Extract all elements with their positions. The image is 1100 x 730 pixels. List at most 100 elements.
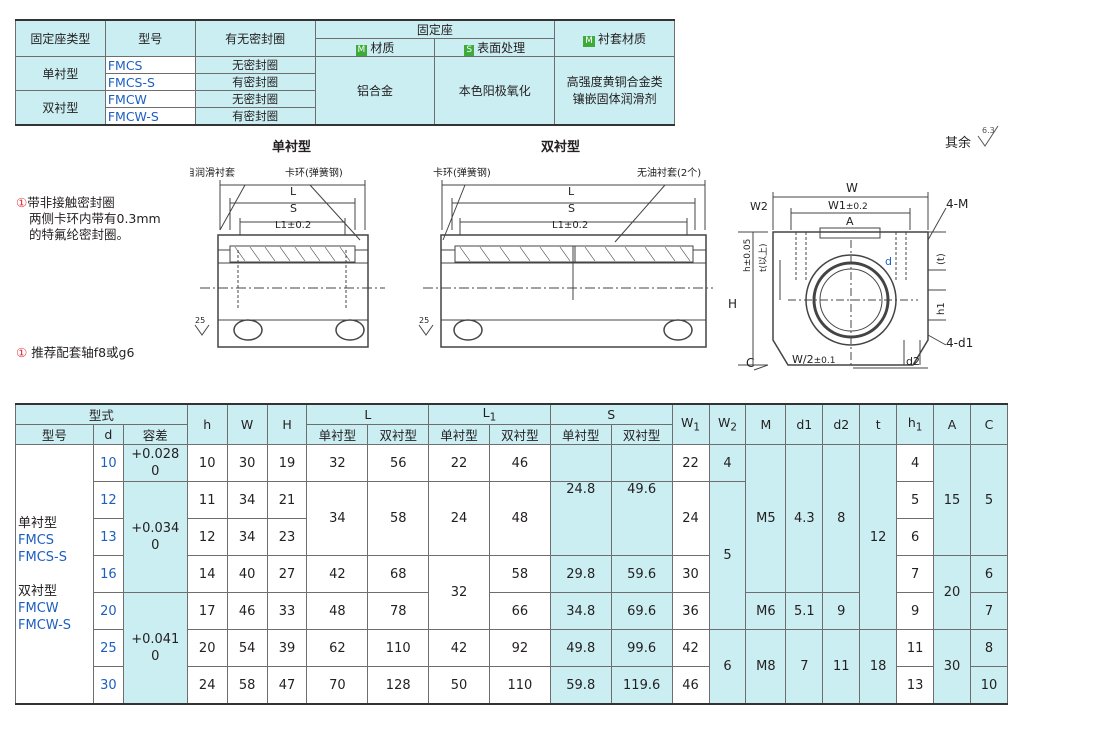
dims-L1-single: 32 xyxy=(428,555,490,630)
dims-head-S: S xyxy=(549,403,673,425)
dims-head-h1-base: h xyxy=(907,415,916,431)
dims-tol-lower: 0 xyxy=(151,649,160,664)
dims-L-single: 62 xyxy=(306,629,369,667)
dim-L-double: L xyxy=(568,185,575,198)
dims-head-d1: d1 xyxy=(785,403,824,445)
dims-head-W2: W2 xyxy=(708,403,747,445)
note-1-line1: 带非接触密封圈 xyxy=(27,195,115,210)
spec-liner-line2: 镶嵌固体润滑剂 xyxy=(572,91,657,106)
side-dim-A: A xyxy=(846,215,854,228)
dims-C: 5 xyxy=(969,444,1009,556)
dims-h1: 4 xyxy=(896,444,935,482)
dims-d2: 9 xyxy=(822,592,861,630)
dims-h1: 5 xyxy=(896,481,935,519)
dims-H: 39 xyxy=(266,629,308,667)
dims-L-single: 34 xyxy=(306,481,369,556)
dims-head-C: C xyxy=(969,403,1009,445)
dims-W1: 42 xyxy=(671,629,710,667)
dims-L1-double: 58 xyxy=(488,555,551,593)
dims-W: 34 xyxy=(226,518,268,556)
spec-seal: 无密封圈 xyxy=(194,90,316,108)
dims-head-model: 型号 xyxy=(15,424,94,445)
side-dim-d1: 4-d1 xyxy=(946,336,973,350)
spec-model: FMCW xyxy=(104,90,196,108)
dims-tol-upper: +0.034 xyxy=(131,521,180,536)
dims-S-double: 49.6 xyxy=(610,481,673,556)
spec-seal: 有密封圈 xyxy=(194,107,316,126)
callout-snap-ring: 卡环(弹簧钢) xyxy=(433,166,491,179)
dims-h: 24 xyxy=(186,666,228,705)
dims-type-fmcs: FMCS xyxy=(18,532,55,548)
dims-tol-lower: 0 xyxy=(151,464,160,479)
dims-W1: 36 xyxy=(671,592,710,630)
dims-t: 12 xyxy=(859,444,898,630)
dims-S-double: 99.6 xyxy=(610,629,673,667)
dims-L-single: 42 xyxy=(306,555,369,593)
dims-d: 16 xyxy=(92,555,124,593)
dims-H: 47 xyxy=(266,666,308,705)
dims-d: 10 xyxy=(92,444,124,482)
dims-head-tol: 容差 xyxy=(122,424,188,445)
table-row: 25 20 54 39 62 110 42 92 49.8 99.6 42 6 … xyxy=(16,629,1009,705)
dims-head-S-single: 单衬型 xyxy=(549,424,612,445)
dim-L1-single: L1 xyxy=(275,220,287,231)
dims-h: 17 xyxy=(186,592,228,630)
dims-h1: 7 xyxy=(896,555,935,593)
dims-d2: 8 xyxy=(822,444,861,593)
dims-W2: 6 xyxy=(708,629,747,705)
material-badge: M xyxy=(583,36,595,47)
dims-head-A: A xyxy=(933,403,971,445)
dims-L1-double: 48 xyxy=(488,481,551,556)
dims-H: 33 xyxy=(266,592,308,630)
side-dim-t1: (t) xyxy=(936,253,947,265)
dims-A: 15 xyxy=(933,444,971,556)
dims-S-double: 59.6 xyxy=(610,555,673,593)
dims-head-d: d xyxy=(92,424,124,445)
dims-h: 11 xyxy=(186,481,228,519)
roughness-note: 其余 xyxy=(945,132,971,151)
dims-head-W1-base: W xyxy=(681,415,694,431)
dim-S-single: S xyxy=(290,202,297,215)
callout-self-lube: 自润滑衬套 xyxy=(190,166,235,179)
dims-S-single: 49.8 xyxy=(549,629,612,667)
dims-tol-upper: +0.041 xyxy=(131,632,180,647)
side-dim-M: 4-M xyxy=(946,197,968,211)
dim-L1-tol-double: ±0.2 xyxy=(564,220,588,231)
dims-type-fmcs-s: FMCS-S xyxy=(18,549,67,565)
dims-L-double: 68 xyxy=(367,555,430,593)
roughness-value: 6.3 xyxy=(982,126,995,135)
spec-head-surface-label: 表面处理 xyxy=(477,41,526,55)
dims-d: 20 xyxy=(92,592,124,630)
dims-d: 30 xyxy=(92,666,124,705)
dims-head-L1-base: L xyxy=(482,405,490,421)
dims-H: 19 xyxy=(266,444,308,482)
dims-L1-double: 66 xyxy=(488,592,551,630)
dims-W: 58 xyxy=(226,666,268,705)
dims-W2: 4 xyxy=(708,444,747,482)
dims-head-L-single: 单衬型 xyxy=(306,424,369,445)
shaft-note: ① 推荐配套轴f8或g6 xyxy=(16,342,134,361)
dims-L-single: 70 xyxy=(306,666,369,705)
double-liner-drawing: 卡环(弹簧钢) 无油衬套(2个) L S L1±0.2 25 xyxy=(418,166,713,348)
dims-h1: 9 xyxy=(896,592,935,630)
dims-A: 30 xyxy=(933,629,971,705)
dims-L1-single: 42 xyxy=(428,629,490,667)
spec-model: FMCS xyxy=(104,56,196,74)
dims-d1: 4.3 xyxy=(785,444,824,593)
dims-d1: 5.1 xyxy=(785,592,824,630)
dims-head-L1-single: 单衬型 xyxy=(428,424,490,445)
spec-housing-material: 铝合金 xyxy=(314,56,436,126)
side-dim-W: W xyxy=(846,181,858,195)
spec-head-liner-label: 衬套材质 xyxy=(597,32,646,46)
note-mark: ① xyxy=(16,345,28,360)
svg-text:L1±0.2: L1±0.2 xyxy=(552,220,588,231)
dims-S-single: 59.8 xyxy=(549,666,612,705)
dims-H: 23 xyxy=(266,518,308,556)
roughness-25: 25 xyxy=(195,316,205,325)
side-dim-h1: h1 xyxy=(936,302,947,315)
dims-tol: +0.041 0 xyxy=(122,592,188,705)
